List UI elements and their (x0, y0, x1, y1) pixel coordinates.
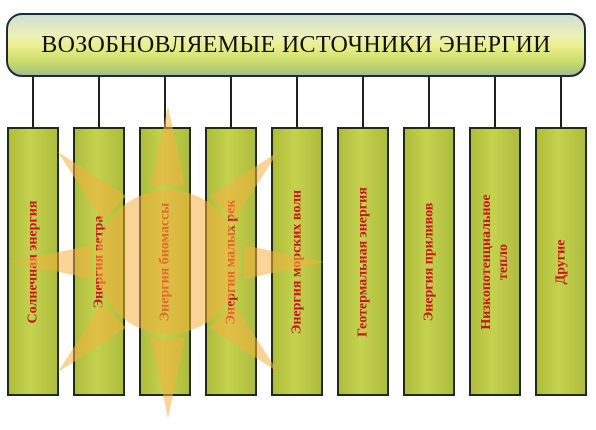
energy-source-label: Энергия морских волн (289, 189, 305, 334)
energy-source-column: Энергия морских волн (271, 127, 323, 396)
connector-line (428, 77, 430, 127)
diagram-title-box: ВОЗОБНОВЛЯЕМЫЕ ИСТОЧНИКИ ЭНЕРГИИ (6, 13, 586, 77)
energy-source-label: Солнечная энергия (25, 200, 41, 323)
energy-source-label: Энергия малых рек (223, 199, 239, 324)
connector-line (164, 77, 166, 127)
energy-source-label: Энергия ветра (91, 215, 107, 308)
connector-line (296, 77, 298, 127)
connector-line (494, 77, 496, 127)
energy-source-column: Солнечная энергия (7, 127, 59, 396)
energy-source-column: Другие (535, 127, 587, 396)
connector-line (32, 77, 34, 127)
connector-line (362, 77, 364, 127)
energy-source-column: Геотермальная энергия (337, 127, 389, 396)
energy-source-column: Энергия приливов (403, 127, 455, 396)
connector-line (98, 77, 100, 127)
energy-source-label: Геотермальная энергия (355, 186, 371, 337)
diagram-title: ВОЗОБНОВЛЯЕМЫЕ ИСТОЧНИКИ ЭНЕРГИИ (41, 31, 551, 58)
energy-source-column: Энергия малых рек (205, 127, 257, 396)
energy-source-label: Другие (553, 239, 569, 284)
energy-source-label: Энергия приливов (421, 202, 437, 321)
energy-source-column: Энергия ветра (73, 127, 125, 396)
energy-source-column: Энергия биомассы (139, 127, 191, 396)
connector-line (560, 77, 562, 127)
energy-source-label: Энергия биомассы (157, 202, 173, 321)
connector-line (230, 77, 232, 127)
